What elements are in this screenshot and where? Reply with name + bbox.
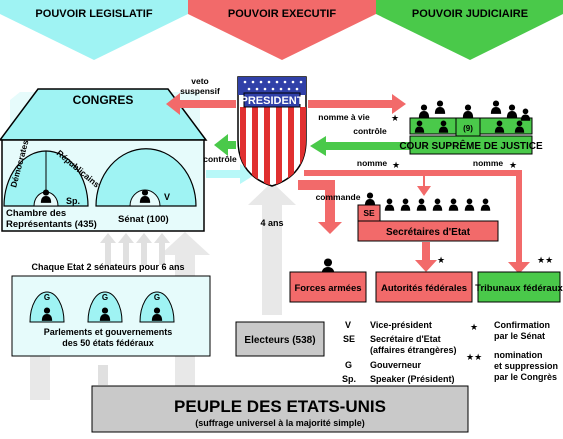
- legend-text-g: Gouverneur: [370, 360, 422, 370]
- peuple-subtitle: (suffrage universel à la majorité simple…: [195, 418, 365, 428]
- legend-key-stars: ★★: [466, 352, 482, 362]
- header-legislatif: POUVOIR LEGISLATIF: [35, 8, 152, 20]
- legend-key-star: ★: [470, 322, 478, 332]
- legend-text-stars-1: nomination: [494, 350, 543, 360]
- states-caption: Chaque Etat 2 sénateurs pour 6 ans: [31, 262, 184, 272]
- gov-mark-2: G: [102, 293, 108, 302]
- gov-mark-3: G: [154, 293, 160, 302]
- chambre-label-2: Représentants (435): [6, 219, 97, 230]
- stars-tribunaux: ★★: [537, 255, 553, 265]
- star-nomme-2: ★: [509, 160, 517, 170]
- star-nomme-1: ★: [392, 160, 400, 170]
- judicial-banner: [376, 0, 563, 60]
- legend-text-se-2: (affaires étrangères): [370, 345, 457, 355]
- nomme-label-1: nomme: [357, 158, 388, 168]
- peuple-title: PEUPLE DES ETATS-UNIS: [174, 397, 386, 416]
- nomme-label-2: nomme: [473, 158, 504, 168]
- header-judiciaire: POUVOIR JUDICIAIRE: [412, 8, 528, 20]
- cour-label: COUR SUPRÊME DE JUSTICE: [399, 139, 543, 152]
- arrows-right: nomme à vie ★ contrôle nomme ★ nomme ★ c…: [298, 94, 553, 274]
- congres: CONGRES Sp. Démocrates Républicains V Ch…: [0, 88, 208, 232]
- controle-left-label: contrôle: [203, 154, 237, 164]
- secretaires-label: Secrétaires d'Etat: [386, 227, 471, 238]
- legend-text-stars-3: par le Congrès: [494, 372, 557, 382]
- agency-boxes: Forces armées Autorités fédérales Tribun…: [289, 258, 563, 303]
- controle-right-label: contrôle: [353, 126, 387, 136]
- gov-mark-1: G: [44, 293, 50, 302]
- vp-mark: V: [164, 192, 170, 202]
- legend-key-sp: Sp.: [342, 374, 356, 384]
- electeurs: Electeurs (538): [235, 321, 325, 357]
- star-cour: ★: [391, 113, 399, 123]
- commande-label: commande: [316, 192, 361, 202]
- autorites-label: Autorités fédérales: [381, 283, 467, 294]
- legend: V Vice-président SE Secrétaire d'Etat (a…: [342, 320, 558, 384]
- executive-banner: [188, 0, 376, 60]
- legend-key-se: SE: [343, 334, 355, 344]
- legend-key-v: V: [345, 320, 351, 330]
- legend-text-sp: Speaker (Président): [370, 374, 455, 384]
- tribunaux-label: Tribunaux fédéraux: [475, 283, 563, 294]
- se-mark: SE: [363, 208, 375, 218]
- states-line-2: des 50 états fédéraux: [62, 338, 154, 348]
- legend-text-star-2: par le Sénat: [494, 331, 545, 341]
- president: PRESIDENT: [237, 76, 307, 187]
- veto-label-2: suspensif: [180, 86, 220, 96]
- legend-text-se-1: Secrétaire d'Etat: [370, 334, 441, 344]
- forces-label: Forces armées: [294, 283, 361, 294]
- states-line-1: Parlements et gouvernements: [44, 327, 173, 337]
- congres-title: CONGRES: [73, 93, 134, 107]
- quatre-ans-label: 4 ans: [260, 218, 283, 228]
- legend-text-star-1: Confirmation: [494, 320, 550, 330]
- electeurs-label: Electeurs (538): [244, 335, 315, 346]
- states: Chaque Etat 2 sénateurs pour 6 ans G G G…: [11, 262, 211, 357]
- veto-label-1: veto: [191, 76, 208, 86]
- header: POUVOIR LEGISLATIF POUVOIR EXECUTIF POUV…: [0, 0, 563, 60]
- chambre-label-1: Chambre des: [6, 208, 66, 219]
- nomme-a-vie-label: nomme à vie: [318, 112, 370, 122]
- speaker-mark: Sp.: [66, 196, 80, 206]
- header-executif: POUVOIR EXECUTIF: [228, 8, 336, 20]
- legend-text-stars-2: et suppression: [494, 361, 558, 371]
- senat-label: Sénat (100): [118, 214, 169, 225]
- secretaires: SE Secrétaires d'Etat: [357, 192, 499, 242]
- cour-count: (9): [463, 124, 473, 133]
- legend-key-g: G: [345, 360, 352, 370]
- peuple: PEUPLE DES ETATS-UNIS (suffrage universe…: [91, 385, 469, 433]
- star-autorites: ★: [437, 255, 445, 265]
- legend-text-v: Vice-président: [370, 320, 432, 330]
- president-label: PRESIDENT: [241, 95, 304, 107]
- legislative-banner: [0, 0, 188, 60]
- cour-supreme: (9) COUR SUPRÊME DE JUSTICE: [399, 100, 543, 155]
- arrows-left: veto suspensif contrôle: [166, 76, 256, 184]
